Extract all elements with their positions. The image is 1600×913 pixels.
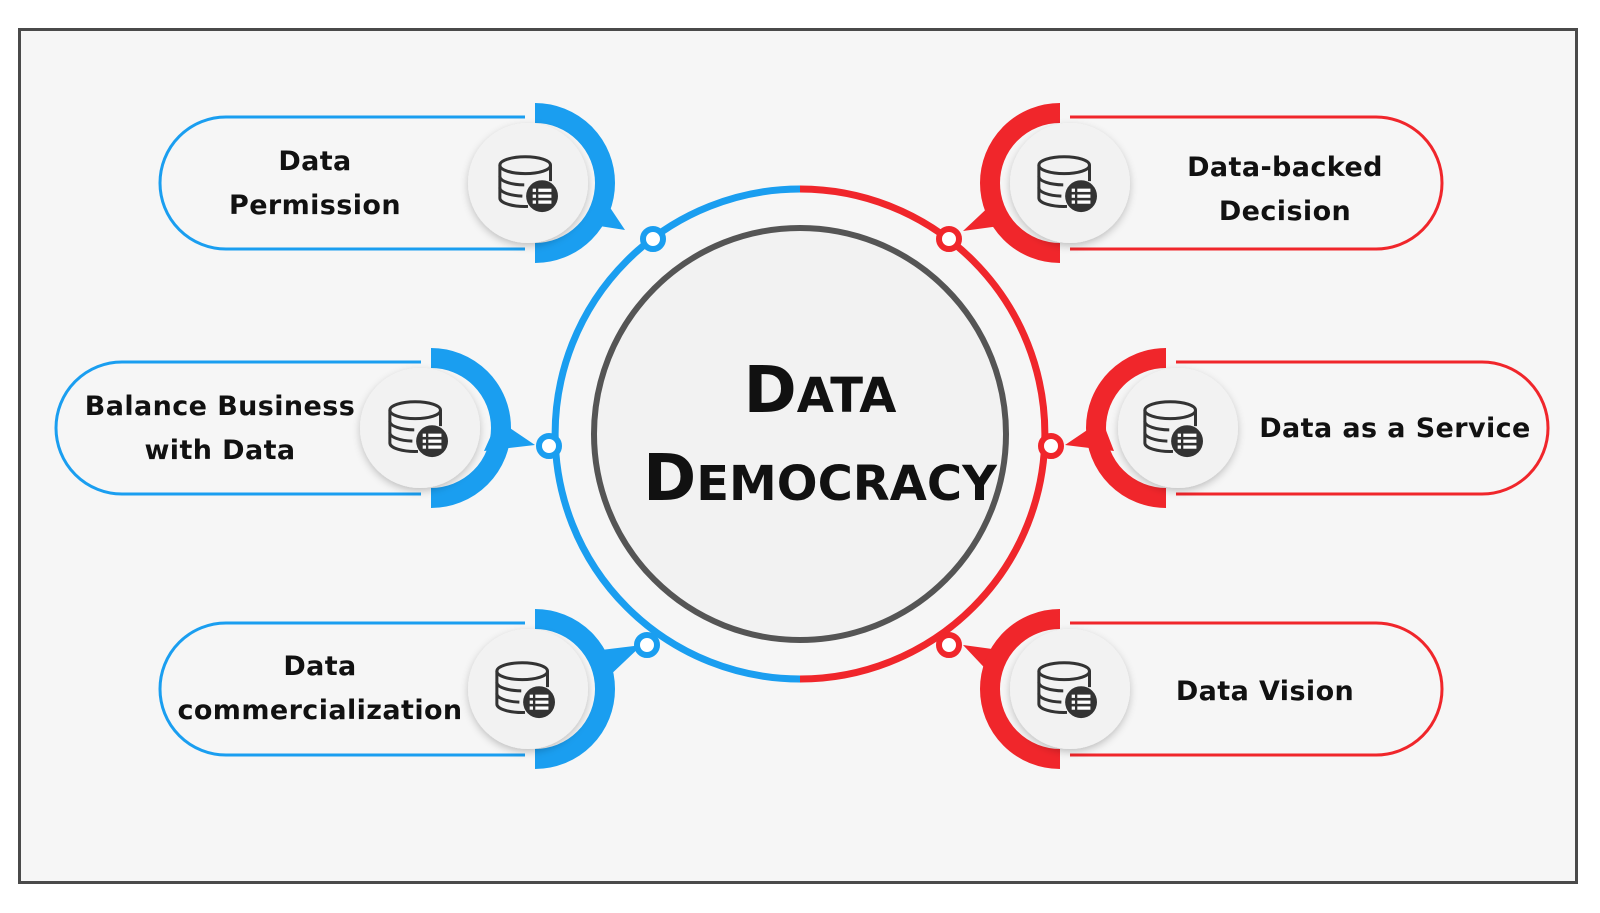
node-data-backed-decision bbox=[963, 103, 1444, 263]
ring-node-dot bbox=[1038, 433, 1064, 459]
title-line-1: DATA bbox=[743, 354, 897, 428]
ring-node-dot bbox=[936, 632, 962, 658]
outer-ring-left-arc bbox=[551, 185, 801, 683]
label-data-vision: Data Vision bbox=[1175, 676, 1355, 707]
ring-node-dot bbox=[936, 226, 962, 252]
diagram-title: DATA DEMOCRACY bbox=[640, 355, 1000, 531]
title-line-2: DEMOCRACY bbox=[643, 442, 997, 516]
inner-ring bbox=[591, 225, 1009, 643]
outer-ring-right-arc bbox=[799, 185, 1049, 683]
node-data-commercialization bbox=[158, 609, 642, 769]
label-data-backed-decision: Data-backed Decision bbox=[1187, 152, 1383, 227]
label-balance-business: Balance Business with Data bbox=[84, 391, 356, 466]
label-data-as-a-service: Data as a Service bbox=[1259, 413, 1531, 444]
node-data-as-a-service bbox=[1065, 348, 1550, 508]
ring-node-dot bbox=[536, 433, 562, 459]
ring-node-dot bbox=[640, 226, 666, 252]
label-data-permission: Data Permission bbox=[229, 146, 401, 221]
node-balance-business bbox=[54, 348, 535, 508]
node-data-permission bbox=[158, 103, 625, 263]
ring-node-dot bbox=[634, 632, 660, 658]
node-data-vision bbox=[963, 609, 1444, 769]
label-data-commercialization: Data commercialization bbox=[177, 651, 463, 726]
